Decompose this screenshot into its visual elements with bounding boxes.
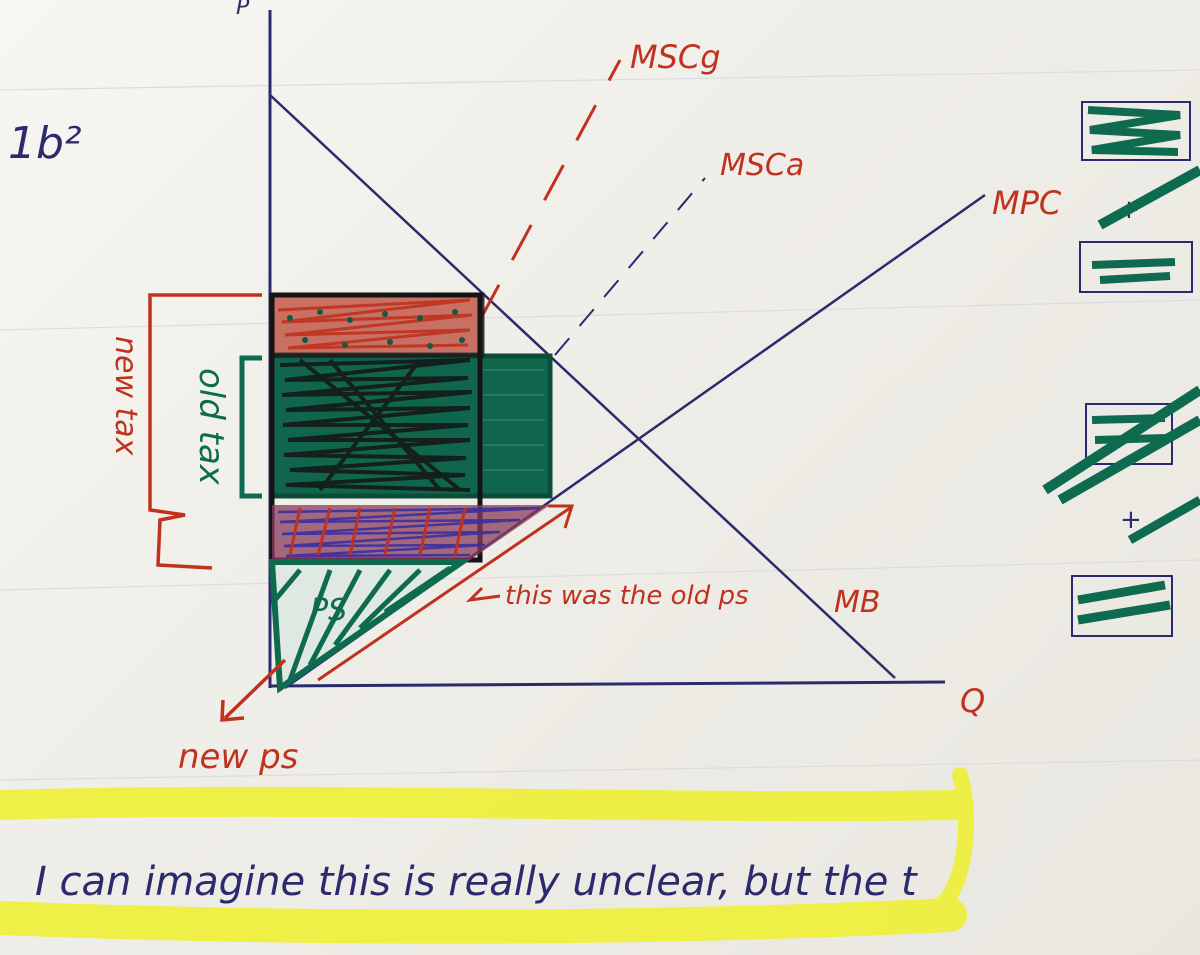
mpc-label: MPC <box>992 184 1062 222</box>
overlap-scribble <box>279 358 473 492</box>
msc-a-label: MSCa <box>720 148 804 183</box>
x-axis <box>269 680 946 688</box>
msc-g-label: MSCg <box>630 38 721 76</box>
faint-ruled-lines <box>0 69 1200 781</box>
page-number: 1b² <box>8 118 82 169</box>
new-tax-bottom-band <box>272 505 550 560</box>
new-ps-arrow <box>220 658 287 722</box>
old-tax-label: old tax <box>191 368 231 486</box>
new-tax-label: new tax <box>108 336 143 456</box>
side-plus-bottom: + <box>1120 505 1142 535</box>
old-tax-bracket <box>239 355 262 499</box>
old-ps-arrow <box>317 504 575 682</box>
new-tax-top-band <box>269 292 485 358</box>
side-sketch: + + <box>1042 101 1200 637</box>
highlighter-marks <box>0 767 975 944</box>
msc-a-curve <box>554 177 706 356</box>
msc-g-curve <box>478 59 622 321</box>
ps-label: PS <box>310 593 347 628</box>
old-ps-label: this was the old ps <box>505 581 749 611</box>
new-ps-label: new ps <box>178 737 298 777</box>
new-tax-bracket <box>148 293 262 570</box>
footer-handwriting: I can imagine this is really unclear, bu… <box>35 859 918 905</box>
mb-curve <box>269 94 896 679</box>
mb-label: MB <box>834 585 880 620</box>
x-axis-label: Q <box>960 682 985 720</box>
ps-triangle: PS <box>268 559 472 694</box>
y-axis-label: P <box>236 0 250 20</box>
